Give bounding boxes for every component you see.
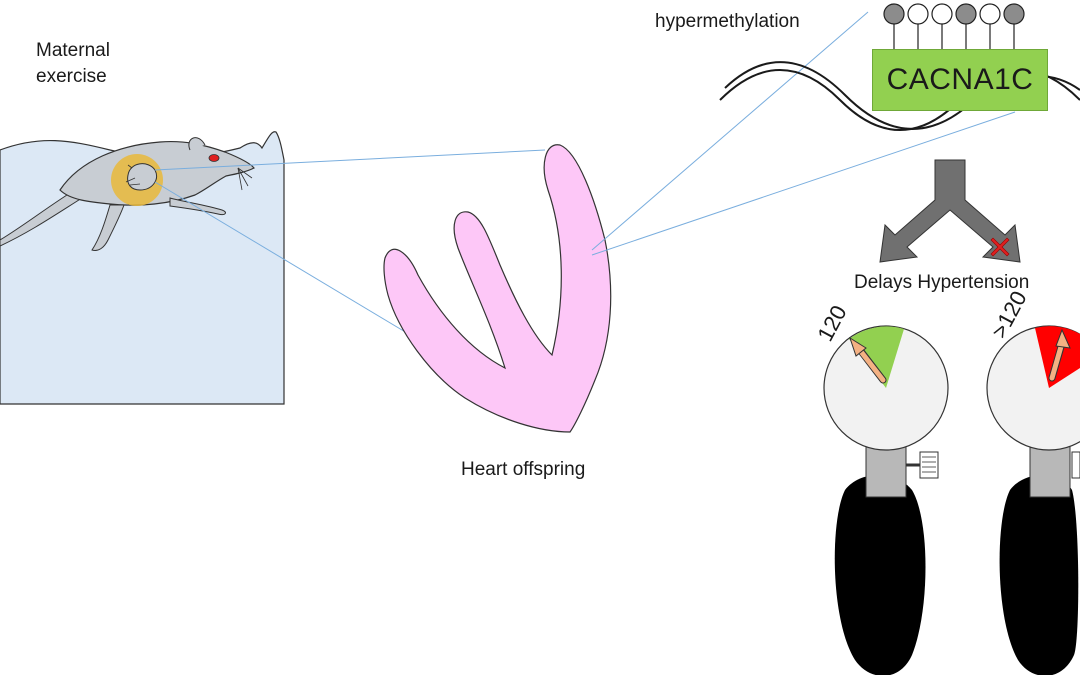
label-line: exercise (36, 66, 107, 87)
delays-hypertension-label: Delays Hypertension (854, 272, 1030, 293)
rat-tail (0, 187, 83, 247)
swimming-rat-icon (0, 137, 255, 251)
gauge-bulb (999, 475, 1079, 675)
heart-offspring-label: Heart offspring (461, 459, 586, 480)
fetus-limbs (125, 164, 141, 186)
rat-whiskers (237, 167, 253, 191)
methyl-group-icon (1003, 3, 1025, 25)
split-arrow-icon (879, 159, 1021, 263)
methylation-sites (883, 3, 1025, 49)
unmethylated-site-icon (907, 3, 929, 25)
blood-pressure-gauge-high: >120 (986, 287, 1080, 675)
rat-front-leg (169, 197, 226, 215)
rat-hind-leg (91, 204, 125, 251)
connector-line (591, 11, 869, 251)
gauge-valve-icon (1071, 451, 1080, 479)
rat-eye-icon (208, 154, 220, 162)
connector-line (154, 181, 433, 349)
gauge-normal-sector (849, 326, 904, 388)
connector-line (154, 149, 546, 171)
hypermethylation-label: hypermethylation (655, 11, 800, 32)
unmethylated-site-icon (931, 3, 953, 25)
blood-pressure-gauge-normal: 120 (812, 301, 949, 675)
rat-ear (188, 137, 206, 151)
gauge-bulb (834, 475, 926, 675)
blocked-cross-icon (990, 237, 1010, 257)
fetus-icon (127, 163, 157, 191)
label-line: Maternal (36, 40, 110, 61)
gene-label: CACNA1C (886, 63, 1034, 96)
gauge-valve-icon (919, 451, 939, 479)
connector-line (591, 111, 1016, 256)
unmethylated-site-icon (979, 3, 1001, 25)
gauge-reading: 120 (812, 301, 851, 345)
methyl-group-icon (883, 3, 905, 25)
gene-box: CACNA1C (872, 49, 1048, 111)
methyl-group-icon (955, 3, 977, 25)
heart-offspring-icon (383, 144, 612, 433)
maternal-exercise-label: Maternal exercise (36, 38, 110, 90)
